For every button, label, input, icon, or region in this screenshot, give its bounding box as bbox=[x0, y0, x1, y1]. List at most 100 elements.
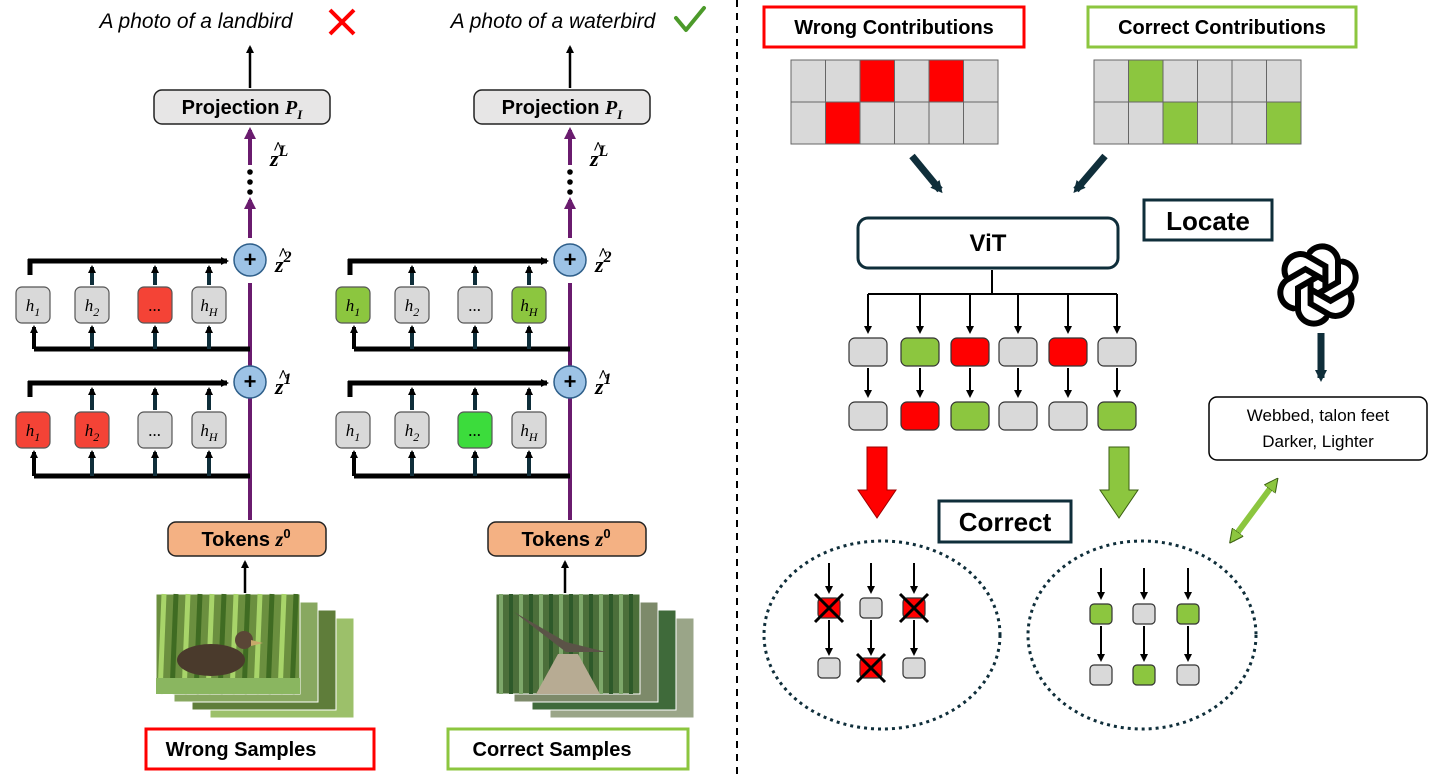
add-node-icon bbox=[553, 243, 587, 277]
contribution-cell bbox=[963, 101, 999, 145]
add-node-icon bbox=[553, 365, 587, 399]
attention-head-label: h2 bbox=[85, 421, 100, 444]
plus-icon: + bbox=[564, 369, 577, 394]
wrong-contribution-grid bbox=[790, 59, 999, 145]
attention-head bbox=[394, 286, 430, 324]
z-hat-2-hat: ^ bbox=[598, 244, 608, 264]
cluster-head bbox=[1176, 664, 1200, 686]
correct-step-label: Correct bbox=[959, 507, 1052, 537]
attention-head-label: ... bbox=[469, 421, 482, 440]
cluster-head bbox=[902, 657, 926, 679]
plus-icon: + bbox=[564, 247, 577, 272]
z-hat-1-hat: ^ bbox=[278, 366, 288, 386]
ellipsis-dot bbox=[247, 189, 253, 195]
attention-head-label: hH bbox=[520, 421, 539, 444]
vit-head-rows bbox=[848, 294, 1137, 431]
attention-head bbox=[137, 411, 173, 449]
cluster-head bbox=[1132, 664, 1156, 686]
vit-head-layer-2 bbox=[1048, 401, 1088, 431]
ground bbox=[156, 678, 300, 694]
wrong-contributions-box bbox=[762, 5, 1026, 49]
wrong-contributions-label: Wrong Contributions bbox=[794, 17, 994, 39]
attention-head-label: h2 bbox=[405, 421, 420, 444]
contribution-cell bbox=[1231, 101, 1267, 145]
cluster-head bbox=[1176, 603, 1200, 625]
contribution-cell bbox=[1093, 101, 1129, 145]
attention-head-label: h1 bbox=[346, 296, 361, 319]
vit-head-layer-2 bbox=[1097, 401, 1137, 431]
contribution-cell bbox=[1128, 101, 1164, 145]
grass-blade bbox=[181, 593, 191, 695]
vit-head-layer-1 bbox=[900, 337, 940, 367]
vit-head-layer-1 bbox=[950, 337, 990, 367]
z-hat-1: z1 bbox=[594, 371, 611, 399]
correct-contribution-grid bbox=[1093, 59, 1302, 145]
correct-step-box bbox=[937, 499, 1073, 544]
tokens-label: Tokens z0 bbox=[521, 526, 610, 551]
contribution-cell bbox=[894, 59, 930, 103]
grass-blade bbox=[169, 593, 179, 695]
attention-head-label: ... bbox=[149, 296, 162, 315]
vit-label: ViT bbox=[970, 230, 1007, 257]
locate-box bbox=[1142, 198, 1274, 242]
attention-head-label: hH bbox=[520, 296, 539, 319]
z-hat-L-hat: ^ bbox=[593, 138, 603, 158]
add-node-icon bbox=[233, 243, 267, 277]
locate-and-correct-panel: Wrong Contributions Correct Contribution… bbox=[762, 5, 1428, 731]
cluster-head bbox=[817, 657, 841, 679]
caption: A photo of a landbird bbox=[97, 10, 293, 33]
grass-blade bbox=[217, 593, 227, 695]
z-hat-L: zL bbox=[589, 143, 608, 171]
openai-logo-icon bbox=[1277, 243, 1359, 327]
path bbox=[536, 654, 600, 694]
attention-head bbox=[511, 286, 547, 324]
attention-head bbox=[457, 286, 493, 324]
attention-head bbox=[191, 411, 227, 449]
grass-blade bbox=[265, 593, 275, 695]
attribute-text-line-1: Webbed, talon feet bbox=[1247, 406, 1390, 425]
sample-image-stack bbox=[495, 593, 695, 719]
vit-head-layer-2 bbox=[998, 401, 1038, 431]
attention-head bbox=[137, 286, 173, 324]
cross-icon-stroke bbox=[855, 652, 887, 684]
bird-body bbox=[177, 644, 245, 676]
check-icon bbox=[674, 6, 706, 32]
flying-bird bbox=[514, 612, 606, 652]
attention-head-label: hH bbox=[200, 421, 219, 444]
attention-head bbox=[15, 286, 51, 324]
tokens-box bbox=[167, 521, 327, 557]
cluster-head bbox=[1132, 603, 1156, 625]
attention-head-label: hH bbox=[200, 296, 219, 319]
attention-head bbox=[335, 286, 371, 324]
correct-flow-arrow bbox=[1099, 446, 1139, 519]
wrong-x-icon-stroke bbox=[328, 8, 356, 36]
attention-head-label: ... bbox=[469, 296, 482, 315]
grass-blade bbox=[193, 593, 203, 695]
ellipsis-dot bbox=[247, 169, 253, 175]
vit-head-layer-1 bbox=[1097, 337, 1137, 367]
cluster-contents bbox=[813, 563, 1200, 686]
contribution-cell bbox=[825, 59, 861, 103]
grass-blade bbox=[229, 593, 239, 695]
correct-grid-to-vit-arrow bbox=[1073, 153, 1108, 194]
z-hat-L: zL bbox=[269, 143, 288, 171]
attribute-text-box bbox=[1208, 396, 1428, 461]
contribution-cell bbox=[1197, 101, 1233, 145]
attention-head bbox=[457, 411, 493, 449]
contribution-cell bbox=[1197, 59, 1233, 103]
samples-label: Wrong Samples bbox=[166, 739, 317, 761]
cluster-head bbox=[1089, 603, 1113, 625]
contribution-cell bbox=[1231, 59, 1267, 103]
z-hat-2: z2 bbox=[274, 249, 292, 277]
vit-head-layer-2 bbox=[848, 401, 888, 431]
ellipsis-dot bbox=[567, 189, 573, 195]
samples-box bbox=[446, 727, 690, 771]
z-hat-L-hat: ^ bbox=[273, 138, 283, 158]
sample-image bbox=[155, 593, 301, 695]
contribution-cell bbox=[859, 59, 895, 103]
correct-heads-cluster bbox=[1026, 539, 1258, 731]
samples-box bbox=[144, 727, 376, 771]
sample-image-stack bbox=[155, 593, 355, 719]
